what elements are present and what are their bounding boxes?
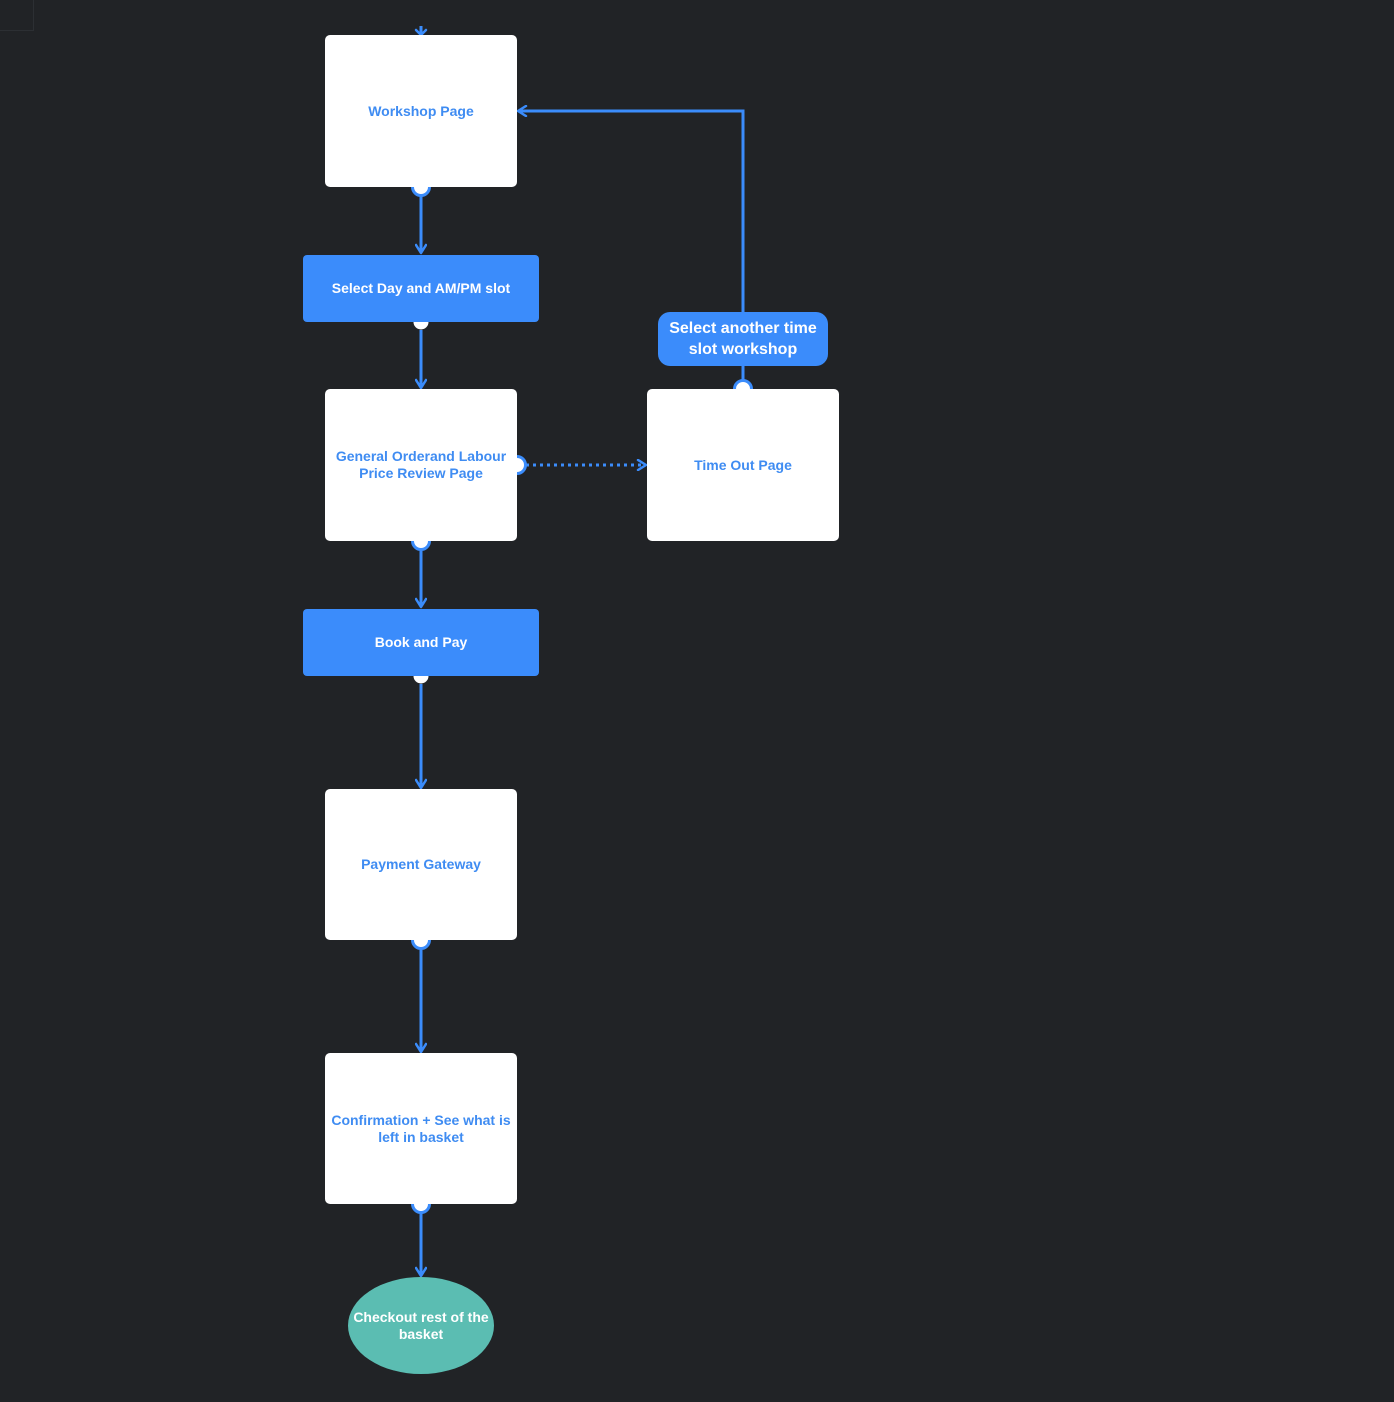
node-general-order-review-label: General Orderand Labour Price Review Pag… [335,448,507,481]
canvas-corner-mark [0,0,34,31]
node-confirmation[interactable]: Confirmation + See what is left in baske… [325,1053,517,1204]
node-confirmation-label: Confirmation + See what is left in baske… [331,1111,511,1145]
node-workshop-page[interactable]: Workshop Page [325,35,517,187]
node-workshop-page-label: Workshop Page [368,102,474,119]
node-time-out-page-label: Time Out Page [694,456,792,473]
node-payment-gateway-label: Payment Gateway [361,856,481,872]
node-general-order-review[interactable]: General Orderand Labour Price Review Pag… [325,389,517,541]
node-book-and-pay[interactable]: Book and Pay [303,609,539,676]
node-select-day-slot[interactable]: Select Day and AM/PM slot [303,255,539,322]
node-select-another-slot-label: Select another time slot workshop [669,320,817,358]
edge-label-to-workshop [518,111,745,312]
node-checkout-rest[interactable]: Checkout rest of the basket [348,1277,494,1374]
node-time-out-page[interactable]: Time Out Page [647,389,839,541]
node-book-and-pay-label: Book and Pay [374,634,468,650]
node-checkout-rest-label: Checkout rest of the basket [353,1308,489,1342]
node-payment-gateway[interactable]: Payment Gateway [325,789,517,940]
node-select-day-slot-label: Select Day and AM/PM slot [331,280,511,296]
node-select-another-slot[interactable]: Select another time slot workshop [658,312,828,366]
